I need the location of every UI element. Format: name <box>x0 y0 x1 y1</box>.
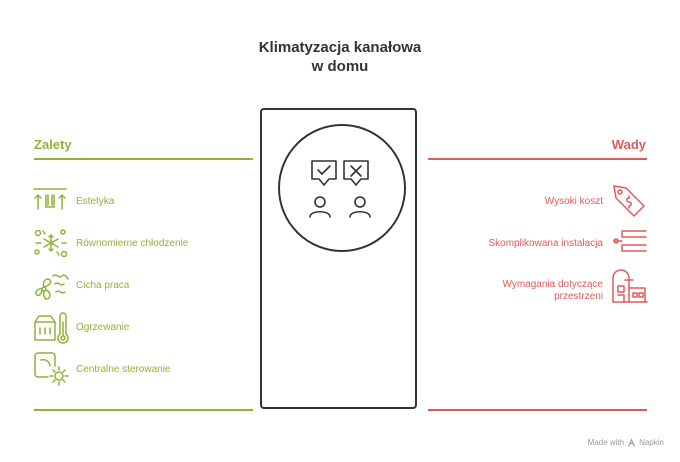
con-item-wysoki-koszt: Wysoki koszt <box>544 196 603 207</box>
footer-brand: Napkin <box>639 438 664 447</box>
cons-top-divider <box>428 158 647 160</box>
pros-cons-people-icon <box>309 160 371 218</box>
pro-item-estetyka: Estetyka <box>76 196 115 207</box>
pros-bottom-divider <box>34 409 253 411</box>
building-space-icon <box>612 269 648 303</box>
footer-prefix: Made with <box>587 438 625 447</box>
pros-top-divider <box>34 158 253 160</box>
cons-heading: Wady <box>611 137 646 152</box>
vent-arrows-icon <box>33 188 67 210</box>
control-gear-icon <box>34 352 69 386</box>
con-item-skomplikowana-instalacja: Skomplikowana instalacja <box>488 238 603 249</box>
con-item-wymagania-przestrzeni: Wymagania dotyczące przestrzeni <box>502 279 603 302</box>
pro-item-centralne-sterowanie: Centralne sterowanie <box>76 364 171 375</box>
fan-wind-icon <box>35 274 69 300</box>
cons-bottom-divider <box>428 409 647 411</box>
snowflake-splash-icon <box>34 229 68 258</box>
napkin-logo-icon <box>628 438 635 447</box>
price-tag-icon <box>613 185 645 217</box>
pro-item-cicha-praca: Cicha praca <box>76 280 130 291</box>
pro-item-rownomierne-chlodzenie: Równomierne chłodzenie <box>76 238 189 249</box>
title-line-2: w domu <box>311 58 369 75</box>
pipe-network-icon <box>613 230 647 252</box>
pro-item-ogrzewanie: Ogrzewanie <box>76 322 130 333</box>
pros-heading: Zalety <box>34 137 72 152</box>
heater-thermometer-icon <box>34 312 69 344</box>
footer-credit: Made with Napkin <box>588 438 664 447</box>
center-circle <box>278 124 406 252</box>
title-line-1: Klimatyzacja kanałowa <box>258 39 422 56</box>
